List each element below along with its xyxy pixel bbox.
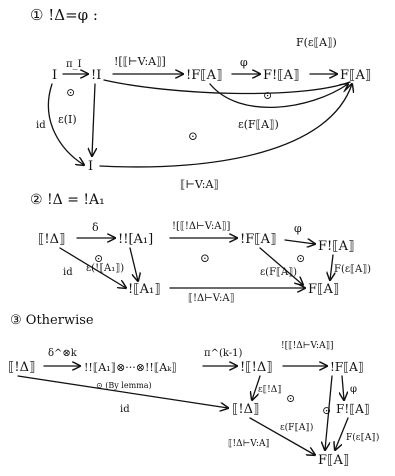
node-src-2: ⟦!Δ⟧ (38, 232, 66, 247)
label-bottom: ⟦⊢V:A⟧ (180, 178, 219, 191)
node-tensor-3: !!⟦A₁⟧⊗···⊗!!⟦Aₖ⟧ (84, 361, 177, 374)
section-1-heading: ① !Δ=φ : (30, 6, 98, 24)
arrow-phi-3 (342, 375, 344, 400)
section-1: ① !Δ=φ : I !I !F⟦A⟧ F!⟦A⟧ F⟦A⟧ I π_I ![⟦… (30, 6, 371, 191)
label-eps-A1-2: ε(!⟦A₁⟧) (86, 263, 124, 274)
node-bangbang-2: !![A₁] (118, 232, 153, 247)
label-top-3: ![⟦!Δ⊢V:A⟧] (281, 341, 334, 351)
label-pi-3: π^(k-1) (204, 348, 242, 359)
check-1b: ⊙ (188, 129, 198, 143)
label-eps-I: ε(I) (58, 113, 77, 126)
label-F-eps-3: F(ε⟦A⟧) (346, 432, 379, 443)
check-1c: ⊙ (263, 89, 272, 102)
node-F-A-3: F⟦A⟧ (318, 453, 349, 468)
label-bottom-2: ⟦!Δ⊢V:A⟧ (188, 293, 235, 304)
node-F-bang-A-2: F!⟦A⟧ (318, 239, 355, 254)
label-bang-interp: ![⟦⊢V:A⟧] (114, 55, 166, 68)
label-top-2: ![⟦!Δ⊢V:A⟧] (172, 221, 230, 232)
node-bang-I: !I (91, 68, 101, 83)
section-2: ② !Δ = !A₁ ⟦!Δ⟧ !![A₁] !F⟦A⟧ F!⟦A⟧ F⟦A⟧ … (30, 192, 371, 304)
node-F-bang-A: F!⟦A⟧ (263, 68, 300, 83)
arrow-eps-FA-2 (259, 247, 303, 285)
node-src-3: ⟦!Δ⟧ (8, 360, 36, 375)
arrow-long-1 (103, 79, 351, 95)
node-bang-A1-2: !⟦A₁⟧ (128, 282, 161, 297)
label-phi-3: φ (350, 384, 357, 395)
arrow-phi-2 (284, 240, 315, 244)
arrow-F-eps-3 (335, 417, 349, 450)
label-F-eps: F(ε⟦A⟧) (296, 36, 337, 49)
node-F-A: F⟦A⟧ (340, 68, 371, 83)
label-id: id (36, 120, 46, 131)
check-2b: ⊙ (200, 251, 210, 265)
arrow-bottom (99, 84, 352, 168)
section-2-heading: ② !Δ = !A₁ (30, 192, 105, 208)
section-3-heading: ③ Otherwise (10, 313, 94, 328)
node-F-A-2: F⟦A⟧ (308, 282, 339, 297)
check-2c: ⊙ (296, 252, 305, 265)
label-bottom-3: ⟦!Δ⊢V:A⟧ (228, 439, 270, 449)
arrow-eps-I (92, 83, 95, 156)
check-1a: ⊙ (66, 86, 75, 99)
label-pi-I: π_I (66, 59, 82, 70)
section-3: ③ Otherwise ⟦!Δ⟧ !!⟦A₁⟧⊗···⊗!!⟦Aₖ⟧ !⟦!Δ⟧… (8, 313, 379, 468)
check-2a: ⊙ (94, 252, 103, 265)
label-by-lemma: ⊙ (By lemma) (96, 381, 152, 390)
label-delta-k-3: δ^⊗k (48, 348, 78, 359)
arrow-id (47, 83, 84, 165)
arrow-eps-FA-3 (325, 375, 333, 450)
node-I-bottom: I (88, 159, 93, 174)
node-bang-F-A-2: !F⟦A⟧ (240, 232, 277, 247)
label-id-3: id (120, 404, 130, 415)
arrow-eps-F-curve (209, 84, 348, 109)
arrow-bottom-3 (249, 417, 315, 455)
arrow-eps-A1-2 (129, 247, 138, 281)
node-bang-F-A: !F⟦A⟧ (186, 68, 223, 83)
node-mid-3: !⟦!Δ⟧ (240, 360, 273, 375)
label-eps-D-3: ε⟦!Δ⟧ (258, 385, 282, 395)
node-F-bang-A-3: F!⟦A⟧ (336, 402, 370, 416)
check-3b: ⊙ (322, 404, 331, 417)
node-target-mid-3: ⟦!Δ⟧ (232, 402, 260, 417)
arrow-id-2 (59, 247, 126, 288)
label-eps-FA-2: ε(F⟦A⟧) (260, 267, 297, 278)
arrow-eps-D-3 (252, 375, 261, 400)
arrow-id-3 (17, 375, 228, 408)
label-eps-F: ε(F⟦A⟧) (238, 118, 279, 131)
label-delta-2: δ (92, 221, 99, 234)
label-phi-2: φ (294, 222, 302, 235)
label-eps-FA-3: ε(F⟦A⟧) (280, 422, 313, 433)
node-I: I (52, 68, 57, 83)
label-phi: φ (240, 56, 248, 69)
label-id-2: id (63, 267, 73, 278)
arrow-F-eps-2 (330, 254, 333, 280)
node-bang-F-A-3: !F⟦A⟧ (330, 360, 364, 374)
label-F-eps-2: F(ε⟦A⟧) (334, 264, 371, 275)
check-3a: ⊙ (286, 392, 295, 405)
